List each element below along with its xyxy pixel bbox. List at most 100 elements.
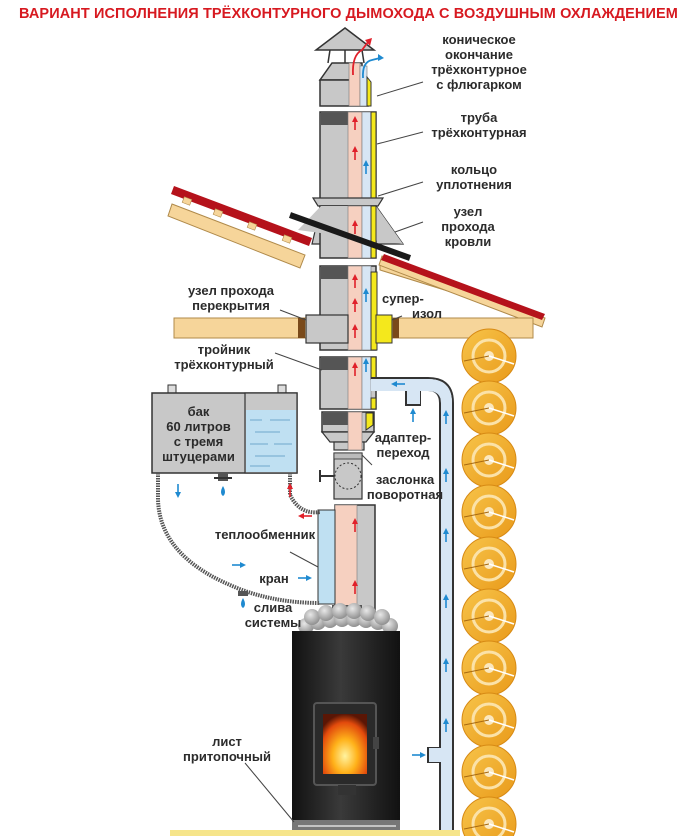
stone (360, 605, 376, 621)
flow-arrow-down (175, 484, 181, 498)
label-line: узел прохода (187, 283, 275, 298)
cold-flow-arrow (443, 528, 449, 542)
sauna-stove (292, 631, 400, 830)
diagram-title: ВАРИАНТ ИСПОЛНЕНИЯ ТРЁХКОНТУРНОГО ДЫМОХО… (19, 6, 678, 22)
label-adapter: адаптер- переход (368, 430, 438, 460)
label-line: с тремя (173, 434, 224, 449)
water-drop-icon (241, 598, 245, 608)
label-line: теплообменник (214, 527, 316, 542)
label-drain: слива системы (240, 600, 306, 630)
cold-flow-arrow (443, 658, 449, 672)
hot-flow-arrow (352, 220, 358, 234)
label-line: уплотнения (436, 177, 512, 192)
label-line: бак (187, 404, 210, 419)
log (461, 640, 517, 696)
exhaust-smoke-arrow (352, 41, 369, 76)
roof-pass-unit (288, 205, 412, 261)
label-line: супер- (382, 291, 424, 306)
exhaust-smoke-arrowhead (365, 38, 372, 46)
stone (332, 603, 348, 619)
floor (170, 830, 460, 836)
sealing-ring (311, 197, 385, 207)
label-line: узел (453, 204, 483, 219)
lower-pipe (317, 504, 376, 614)
cold-flow-arrow (443, 468, 449, 482)
label-water-tank: бак 60 литров с тремя штуцерами (152, 404, 245, 464)
flow-arrow-left (298, 513, 312, 519)
label-line: с флюгарком (436, 77, 522, 92)
label-line: изол (411, 306, 442, 321)
sauna-stones (298, 603, 398, 634)
left-roof (167, 186, 312, 269)
flow-arrow-right (412, 752, 426, 758)
label-line: притопочный (183, 749, 271, 764)
label-line: трёхконтурное (431, 62, 527, 77)
label-sealing-ring: кольцо уплотнения (424, 162, 524, 192)
log (461, 744, 517, 800)
label-line: заслонка (375, 472, 435, 487)
stone (374, 609, 390, 625)
label-floor-sheet: лист притопочный (172, 734, 282, 764)
water-tank (151, 384, 298, 496)
log (461, 692, 517, 748)
label-line: системы (244, 615, 302, 630)
label-line: прохода (441, 219, 495, 234)
label-line: лист (212, 734, 242, 749)
label-line: окончание (445, 47, 513, 62)
cold-flow-arrow (443, 410, 449, 424)
stone (304, 609, 320, 625)
air-duct (371, 377, 454, 836)
flow-arrow-left (391, 381, 405, 387)
hot-flow-arrow (352, 116, 358, 130)
conical-cap (313, 27, 377, 107)
label-damper: заслонка поворотная (365, 472, 445, 502)
label-triple-tee: тройник трёхконтурный (168, 342, 280, 372)
label-line: тройник (197, 342, 251, 357)
label-line: трёхконтурный (174, 357, 274, 372)
label-conical-cap: коническое окончание трёхконтурное с флю… (424, 32, 534, 92)
water-drop-icon (221, 486, 225, 496)
log (461, 796, 517, 836)
cold-flow-arrow (363, 288, 369, 302)
cold-flow-arrow (410, 408, 416, 422)
label-line: кольцо (450, 162, 498, 177)
label-line: коническое (442, 32, 516, 47)
label-ceiling-pass: узел прохода перекрытия (176, 283, 286, 313)
label-line: слива (253, 600, 293, 615)
flow-arrow-right (298, 575, 312, 581)
label-line: переход (376, 445, 430, 460)
hot-flow-arrow (352, 298, 358, 312)
leader-lines (244, 81, 424, 823)
rotary-damper (319, 452, 363, 500)
hoses (156, 473, 321, 605)
label-line: кран (259, 571, 289, 586)
stone (346, 603, 362, 619)
exhaust-air-arrow (362, 57, 381, 79)
log (461, 328, 517, 384)
triple-pipe-middle (305, 265, 393, 351)
label-line: 60 литров (166, 419, 231, 434)
log (461, 588, 517, 644)
label-line: перекрытия (192, 298, 270, 313)
label-line: поворотная (366, 487, 444, 502)
label-roof-pass: узел прохода кровли (428, 204, 508, 249)
label-line: адаптер- (374, 430, 432, 445)
hot-flow-arrow (352, 146, 358, 160)
exhaust-air-arrowhead (378, 54, 384, 61)
label-heat-exchanger: теплообменник (205, 527, 325, 542)
label-line: трёхконтурная (431, 125, 527, 140)
label-line: кровли (444, 234, 492, 249)
hot-flow-arrow (287, 483, 293, 497)
label-superizol: супер- изол (382, 291, 442, 321)
hot-flow-arrow (352, 274, 358, 288)
label-valve: кран (254, 571, 294, 586)
adapter-transition (320, 411, 376, 451)
flow-arrows (175, 38, 449, 758)
log (461, 536, 517, 592)
log (461, 380, 517, 436)
label-line: труба (460, 110, 498, 125)
label-triple-pipe: труба трёхконтурная (424, 110, 534, 140)
stone (318, 605, 334, 621)
log (461, 432, 517, 488)
cold-flow-arrow (443, 594, 449, 608)
